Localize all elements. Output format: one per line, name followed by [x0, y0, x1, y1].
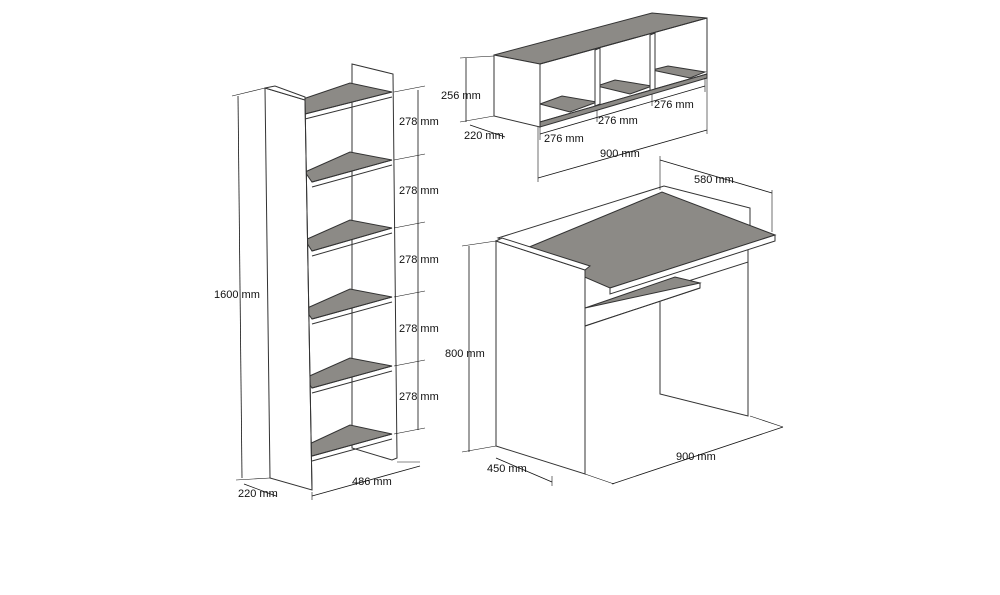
wall-shelf-cell-label: 276 mm	[598, 115, 638, 127]
bookcase-shelf-gap-label: 278 mm	[399, 254, 439, 266]
desk-left-leg	[495, 240, 586, 475]
bookcase-width-label: 486 mm	[352, 476, 392, 488]
wall-shelf-depth-label: 220 mm	[464, 130, 504, 142]
bookcase-shelf-gap-label: 278 mm	[399, 185, 439, 197]
wall-shelf-cell-label: 276 mm	[544, 133, 584, 145]
bookcase-height-label: 1600 mm	[214, 289, 260, 301]
wall-shelf-height-label: 256 mm	[441, 90, 481, 102]
bookcase-right-panel	[351, 63, 398, 461]
wall-shelf-divider	[649, 32, 656, 93]
wall-shelf: 256 mm 220 mm 276 mm 276 mm 276 mm 900 m…	[441, 12, 708, 182]
wall-shelf-left-panel	[493, 54, 541, 128]
bookcase-depth-label: 220 mm	[238, 488, 278, 500]
bookcase-shelf-gap-label: 278 mm	[399, 116, 439, 128]
bookcase: 1600 mm 220 mm 486 mm 278 mm 278 mm 278 …	[214, 63, 439, 500]
desk-depth-label: 580 mm	[694, 174, 734, 186]
wall-shelf-width-label: 900 mm	[600, 148, 640, 160]
bookcase-shelf-gap-label: 278 mm	[399, 391, 439, 403]
bookcase-left-panel-edge	[264, 85, 306, 101]
desk-width-label: 900 mm	[676, 451, 716, 463]
desk-left-leg-top	[494, 237, 592, 271]
desk-height-label: 800 mm	[445, 348, 485, 360]
desk-top-front-edge	[609, 234, 776, 295]
wall-shelf-cell-label: 276 mm	[654, 99, 694, 111]
desk-side-depth-label: 450 mm	[487, 463, 527, 475]
bookcase-left-panel	[264, 87, 313, 491]
wall-shelf-divider	[594, 47, 601, 107]
wall-shelf-cell	[651, 65, 707, 79]
bookcase-shelf-gap-label: 278 mm	[399, 323, 439, 335]
desk: 800 mm 450 mm 580 mm 900 mm	[445, 156, 784, 486]
